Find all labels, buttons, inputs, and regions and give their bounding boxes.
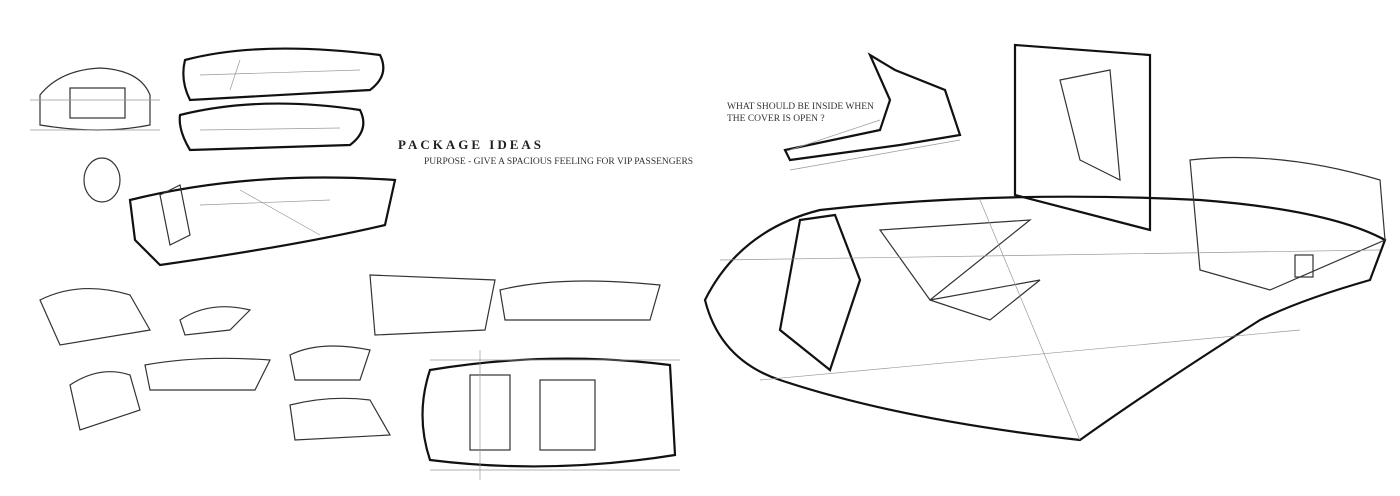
rear-view-sketch — [30, 67, 160, 131]
page-title: PACKAGE IDEAS — [398, 137, 545, 152]
side-sketch-2 — [178, 102, 365, 152]
page-subtitle: PURPOSE - GIVE A SPACIOUS FEELING FOR VI… — [424, 157, 694, 167]
interior-sketch-1 — [83, 157, 397, 267]
cover-question-line-2: THE COVER IS OPEN ? — [727, 114, 825, 124]
interior-main-sketch — [703, 156, 1387, 442]
interior-sketch-row — [39, 274, 661, 441]
side-sketch-1 — [182, 47, 385, 102]
top-view-sketch — [421, 350, 680, 480]
open-cover-sketch — [1013, 43, 1152, 232]
cover-question: WHAT SHOULD BE INSIDE WHEN THE COVER IS … — [727, 101, 874, 125]
cover-detail-sketch — [783, 52, 962, 171]
cover-question-line-1: WHAT SHOULD BE INSIDE WHEN — [727, 102, 874, 112]
